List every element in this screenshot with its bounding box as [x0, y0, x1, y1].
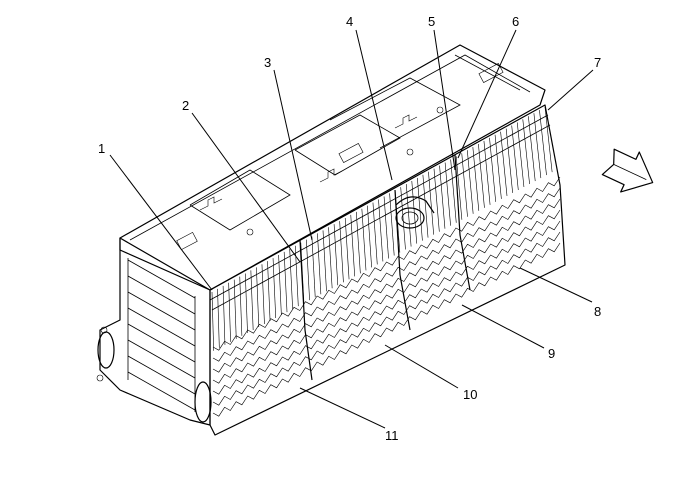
front-direction-arrow [601, 148, 654, 193]
callout-2: 2 [182, 98, 189, 113]
center-connector [395, 196, 435, 229]
callout-5: 5 [428, 14, 435, 29]
callout-leader-lines [109, 29, 594, 429]
callout-3: 3 [264, 55, 271, 70]
callout-10: 10 [463, 387, 477, 402]
callout-4: 4 [346, 14, 353, 29]
callout-7: 7 [594, 55, 601, 70]
callout-9: 9 [548, 346, 555, 361]
left-end-plate [96, 237, 212, 426]
callout-1: 1 [98, 141, 105, 156]
callout-11: 11 [385, 428, 399, 443]
callout-6: 6 [512, 14, 519, 29]
battery-cell-modules [209, 104, 566, 436]
callout-8: 8 [594, 304, 601, 319]
callout-labels: 1 2 3 4 5 6 7 8 9 10 11 [98, 14, 601, 443]
